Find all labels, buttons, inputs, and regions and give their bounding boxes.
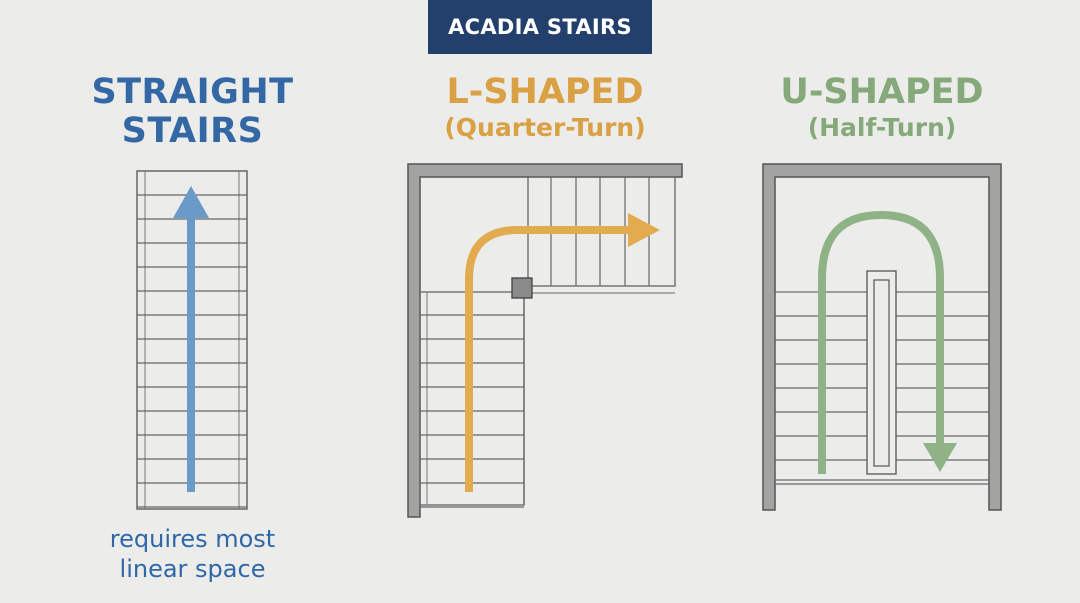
- l-arrow-path: [465, 226, 632, 492]
- straight-caption-line1: requires most: [109, 525, 276, 553]
- straight-stair-plan: [136, 170, 248, 510]
- u-arrow-head: [923, 443, 957, 472]
- u-center-wall-inner: [873, 279, 890, 467]
- straight-caption-line2: linear space: [119, 555, 266, 583]
- l-direction-arrow: [465, 213, 660, 492]
- l-newel-post: [511, 277, 533, 299]
- brand-name: ACADIA STAIRS: [448, 15, 632, 39]
- l-shaped-subtitle: (Quarter-Turn): [444, 112, 646, 142]
- l-shaped-title-main: L-SHAPED: [446, 72, 644, 112]
- straight-direction-arrow: [173, 186, 209, 492]
- straight-arrow-head: [173, 186, 209, 218]
- l-shaped-wall: [407, 163, 683, 518]
- l-shaped-stair-plan: [407, 163, 683, 518]
- straight-stair-outline: [136, 170, 248, 510]
- u-arrow-path: [818, 210, 944, 474]
- brand-banner: ACADIA STAIRS: [428, 0, 652, 54]
- u-center-wall: [866, 270, 897, 475]
- u-shaped-title-main: U-SHAPED: [780, 72, 984, 112]
- straight-stairs-title: STRAIGHT STAIRS: [60, 73, 325, 150]
- u-shaped-subtitle: (Half-Turn): [807, 112, 957, 142]
- u-direction-arrow: [818, 210, 957, 474]
- u-shaped-title: U-SHAPED (Half-Turn): [742, 73, 1022, 141]
- straight-title-line2: STAIRS: [121, 110, 264, 151]
- straight-title-line1: STRAIGHT: [91, 72, 294, 112]
- l-arrow-head: [628, 213, 660, 247]
- u-shaped-stair-plan: [762, 163, 1002, 511]
- l-shaped-title: L-SHAPED (Quarter-Turn): [400, 73, 690, 141]
- straight-caption: requires most linear space: [70, 524, 315, 584]
